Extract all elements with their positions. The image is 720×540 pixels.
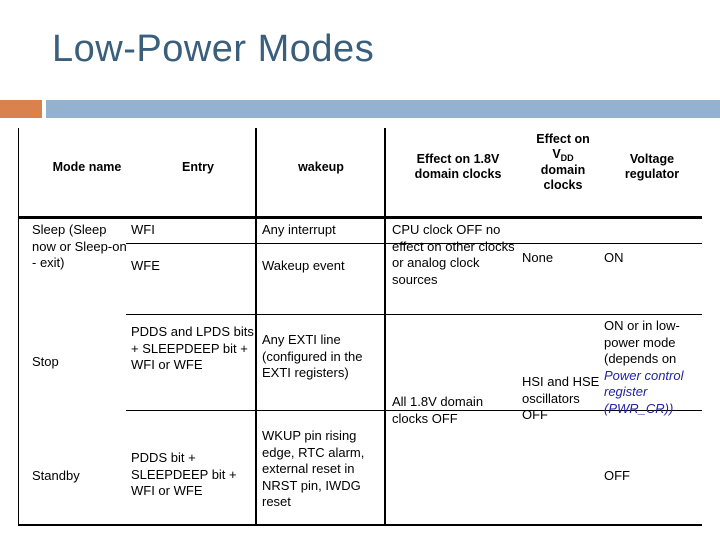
cell-mode-name-stop: Stop (32, 354, 59, 369)
header-voltage-regulator: Voltage regulator (624, 152, 680, 182)
cell-mode-name-standby: Standby (32, 468, 80, 483)
cell-effectvdd-sleep: None (522, 250, 554, 265)
header-effect-vdd-subscript: DD (560, 153, 574, 164)
banner-bar (46, 100, 720, 118)
banner-accent-block (0, 100, 42, 118)
decorative-banner (0, 100, 720, 118)
cell-wakeup-sleep-wakeup-event: Wakeup event (262, 258, 345, 273)
header-effect-vdd-line3: clocks (543, 177, 583, 192)
cell-entry-sleep-wfi: WFI (131, 222, 155, 237)
cell-voltage-regulator-standby: OFF (604, 468, 630, 483)
header-mode-name: Mode name (52, 160, 122, 174)
cell-wakeup-sleep-any-interrupt: Any interrupt (262, 222, 336, 237)
row-separator-sleep-stop (126, 314, 702, 315)
header-entry: Entry (182, 160, 214, 174)
power-control-register-link[interactable]: Power control register (PWR_CR)) (604, 367, 684, 416)
column-rule-effect18v (384, 128, 386, 524)
cell-wakeup-standby: WKUP pin rising edge, RTC alarm, externa… (262, 428, 365, 509)
voltage-regulator-stop-text: ON or in low-power mode (depends on (604, 318, 680, 366)
cell-effect18v-stop-standby: All 1.8V domain clocks OFF (392, 394, 484, 426)
page-title: Low-Power Modes (52, 28, 375, 70)
header-effect-vdd-line2: domain (540, 162, 586, 177)
header-effect-vdd-domain-clocks: Effect on VDD domain clocks (524, 132, 602, 193)
cell-voltage-regulator-sleep: ON (604, 250, 624, 265)
row-separator-stop-standby (126, 410, 702, 411)
row-separator-sleep (126, 243, 702, 244)
header-divider-rule (18, 216, 702, 219)
low-power-modes-table: Mode name Entry wakeup Effect on 1.8V do… (18, 128, 702, 526)
cell-entry-sleep-wfe: WFE (131, 258, 160, 273)
cell-wakeup-stop: Any EXTI line (configured in the EXTI re… (262, 332, 363, 380)
column-rule-wakeup (255, 128, 257, 524)
cell-effectvdd-stop-standby: HSI and HSE oscillators OFF (522, 374, 600, 422)
cell-entry-standby: PDDS bit + SLEEPDEEP bit + WFI or WFE (131, 450, 237, 498)
cell-mode-name-sleep: Sleep (Sleep now or Sleep-on - exit) (32, 222, 127, 270)
header-effect-18v-domain-clocks: Effect on 1.8V domain clocks (414, 152, 502, 182)
header-effect-vdd-symbol: V (552, 147, 561, 162)
cell-entry-stop: PDDS and LPDS bits + SLEEPDEEP bit + WFI… (131, 324, 254, 372)
header-effect-vdd-line1: Effect on (536, 132, 590, 146)
column-rule-left-edge (18, 128, 19, 524)
table-bottom-rule (18, 524, 702, 526)
cell-effect18v-sleep: CPU clock OFF no effect on other clocks … (392, 222, 515, 287)
cell-voltage-regulator-stop: ON or in low-power mode (depends on Powe… (604, 318, 704, 417)
header-wakeup: wakeup (298, 160, 344, 174)
